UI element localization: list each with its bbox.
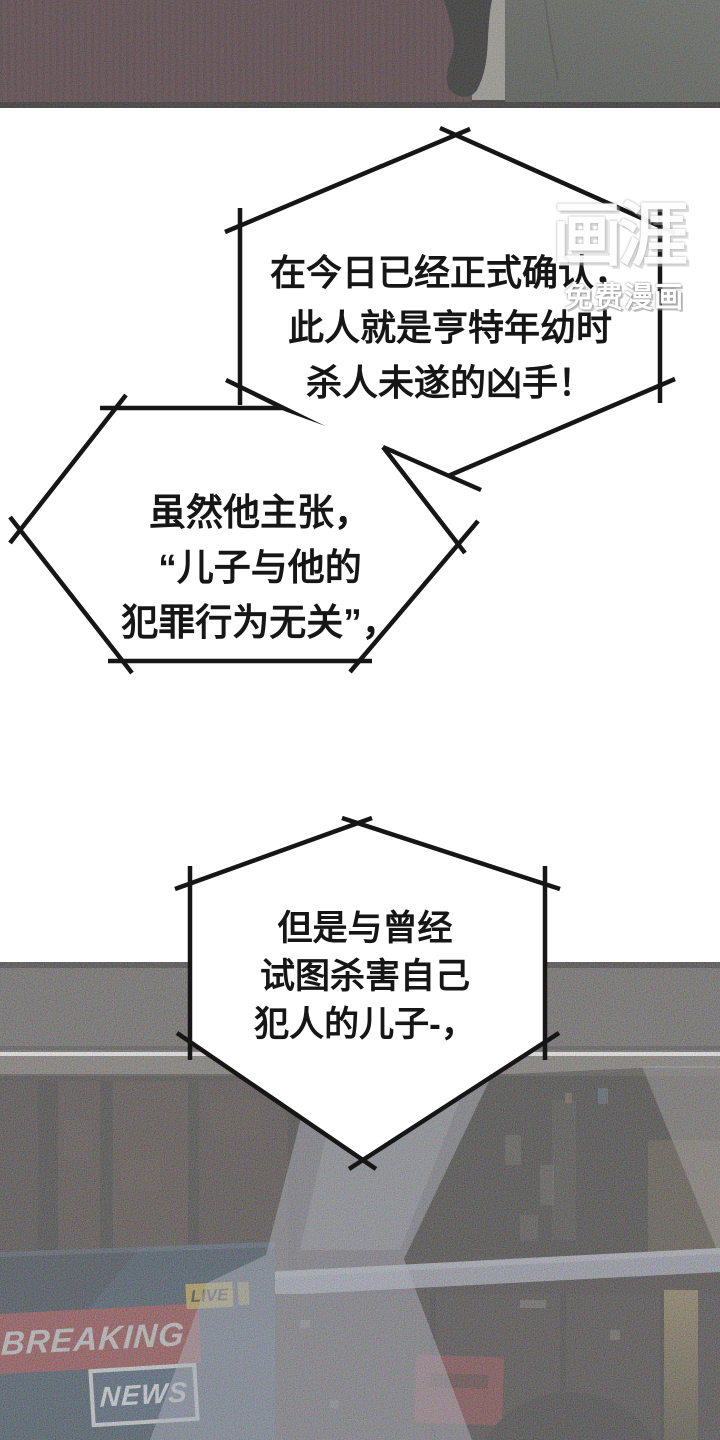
watermark-logo: 画涯	[552, 196, 688, 274]
news-label: NEWS	[99, 1376, 189, 1413]
live-label: LIVE	[190, 1284, 229, 1306]
breaking-label: BREAKING	[0, 1315, 186, 1362]
bubble-line: “儿子与他的	[158, 547, 362, 588]
bubble-line: 但是与曾经	[277, 909, 453, 948]
watermark: 画涯 免费漫画	[552, 200, 720, 316]
bubble-line: 杀人未遂的凶手！	[305, 362, 594, 403]
news-box: NEWS	[88, 1362, 200, 1428]
bubble-line: 犯人的儿子-，	[254, 1005, 476, 1044]
lit-strip	[664, 1290, 698, 1440]
red-box	[413, 1354, 505, 1426]
watermark-subtitle: 免费漫画	[564, 282, 685, 314]
top-panel-art	[0, 0, 720, 108]
bubble-line: 试图杀害自己	[259, 957, 470, 996]
live-badge: LIVE	[185, 1281, 234, 1310]
speech-bubble-2-text: 虽然他主张， “儿子与他的 犯罪行为无关”，	[30, 485, 490, 650]
bubble-line: 虽然他主张，	[149, 492, 371, 533]
live-chip	[237, 1281, 250, 1306]
bubble-line: 犯罪行为无关”，	[121, 602, 399, 643]
speech-bubble-3-text: 但是与曾经 试图杀害自己 犯人的儿子-，	[190, 905, 540, 1049]
